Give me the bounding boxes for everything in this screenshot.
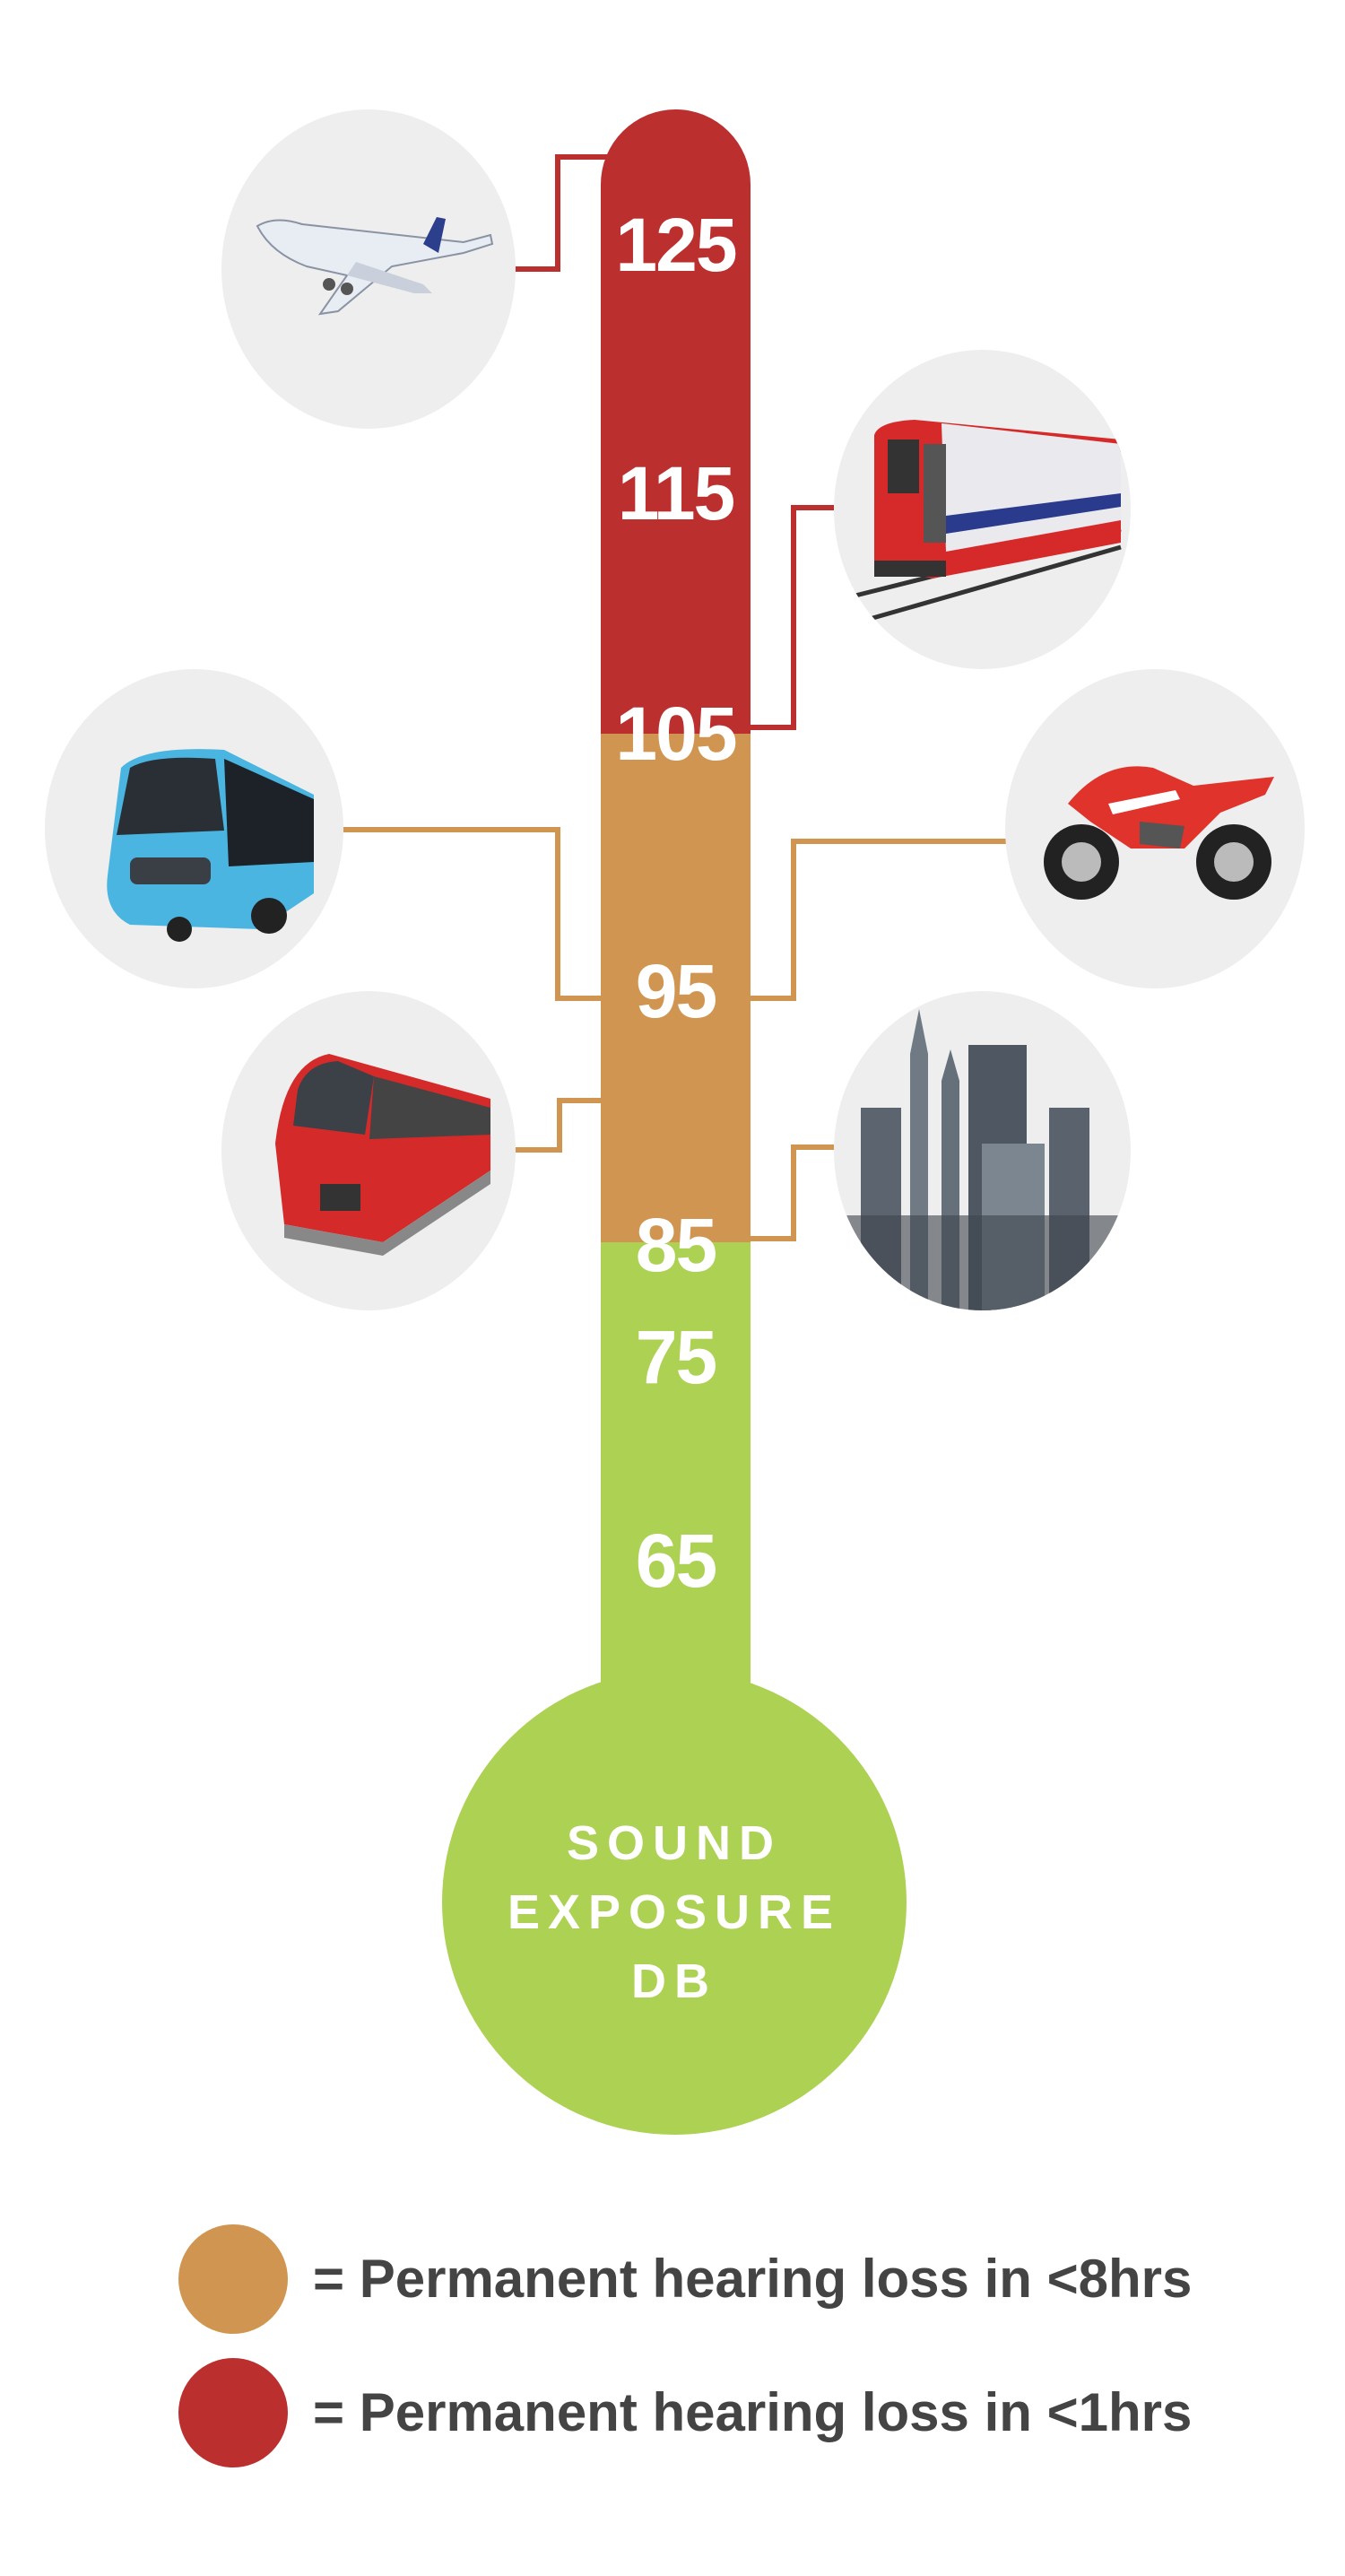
tube-green-segment bbox=[601, 1242, 751, 1745]
bulb-title-line-1: SOUND bbox=[566, 1816, 782, 1870]
motorcycle-icon bbox=[1044, 766, 1274, 900]
level-75: 75 bbox=[635, 1315, 717, 1399]
airplane-icon bbox=[256, 217, 494, 316]
subway-train-icon bbox=[851, 420, 1122, 622]
motorcycle-photo bbox=[1005, 669, 1305, 988]
level-85: 85 bbox=[635, 1203, 717, 1287]
level-65: 65 bbox=[635, 1519, 717, 1603]
bus-photo bbox=[45, 669, 343, 988]
connector-commuter-train bbox=[515, 1098, 601, 1153]
level-125: 125 bbox=[615, 203, 737, 287]
legend-text-8hrs: = Permanent hearing loss in <8hrs bbox=[313, 2249, 1193, 2309]
commuter-train-photo bbox=[221, 991, 516, 1310]
legend-dot-orange bbox=[178, 2224, 288, 2334]
tube-red-segment bbox=[601, 109, 751, 734]
connector-bus bbox=[343, 827, 601, 1001]
connector-subway-train bbox=[751, 505, 834, 730]
connector-airplane bbox=[515, 154, 607, 272]
subway-train-photo bbox=[834, 350, 1131, 669]
tube-orange-segment bbox=[601, 734, 751, 1242]
thermometer-bulb bbox=[442, 1670, 907, 2135]
level-105: 105 bbox=[615, 692, 737, 776]
level-115: 115 bbox=[617, 451, 736, 535]
connector-city-traffic bbox=[751, 1144, 834, 1241]
legend-dot-red bbox=[178, 2358, 288, 2467]
connector-motorcycle bbox=[751, 839, 1008, 1001]
city-skyline-icon bbox=[834, 1009, 1131, 1310]
legend-text-1hrs: = Permanent hearing loss in <1hrs bbox=[313, 2382, 1193, 2442]
bulb-title-line-2: EXPOSURE bbox=[507, 1885, 842, 1939]
bulb-title-line-3: DB bbox=[631, 1954, 717, 2008]
airplane-photo bbox=[221, 109, 516, 429]
bus-icon bbox=[107, 749, 315, 942]
commuter-train-icon bbox=[275, 1054, 490, 1256]
city-traffic-photo bbox=[834, 991, 1131, 1310]
level-95: 95 bbox=[635, 949, 717, 1033]
connector-lines bbox=[343, 154, 1008, 1241]
